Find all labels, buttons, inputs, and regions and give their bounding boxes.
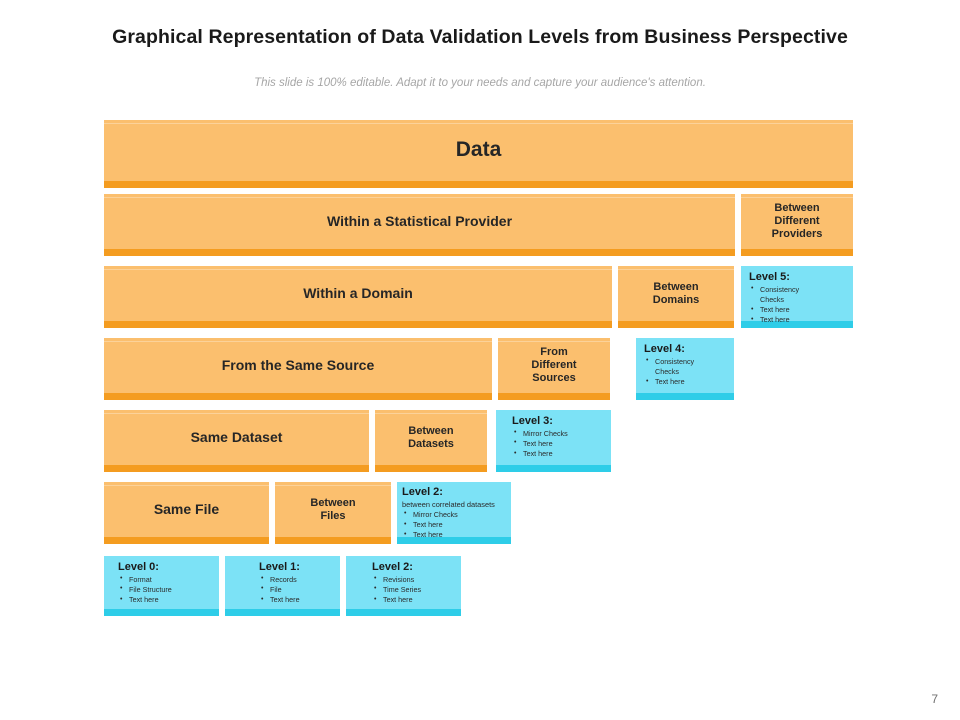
list-item: Format (118, 574, 213, 585)
box-from-different-sources-line1: From (540, 346, 568, 359)
box-between-files-line1: Between (310, 496, 356, 509)
card-level-3-bullets: Mirror Checks Text here Text here (512, 428, 605, 460)
box-same-dataset[interactable]: Same Dataset (104, 410, 369, 472)
list-item: Text here (644, 377, 728, 387)
list-item: File (259, 584, 334, 595)
list-item: Mirror Checks (402, 509, 506, 520)
list-item: Text here (749, 315, 847, 325)
card-level-1-title: Level 1: (259, 561, 300, 573)
box-within-a-domain[interactable]: Within a Domain (104, 266, 612, 328)
list-item: Time Series (372, 584, 455, 595)
card-level-4-title: Level 4: (644, 343, 685, 355)
box-between-different-providers[interactable]: Between Different Providers (741, 194, 853, 256)
card-level-5-title: Level 5: (749, 271, 790, 283)
card-level-3[interactable]: Level 3: Mirror Checks Text here Text he… (496, 410, 611, 472)
card-level-1-bullets: Records File Text here (259, 574, 334, 606)
box-between-different-providers-line3: Providers (771, 227, 823, 240)
box-data-label: Data (455, 138, 502, 162)
list-item: Text here (512, 438, 605, 449)
page-title: Graphical Representation of Data Validat… (112, 26, 848, 48)
box-data[interactable]: Data (104, 120, 853, 188)
box-within-a-domain-label: Within a Domain (303, 285, 413, 302)
box-between-domains[interactable]: Between Domains (618, 266, 734, 328)
box-between-different-providers-line2: Different (774, 215, 820, 228)
list-item: File Structure (118, 584, 213, 595)
box-from-different-sources-line3: Sources (532, 371, 576, 384)
box-between-files[interactable]: Between Files (275, 482, 391, 544)
box-same-file[interactable]: Same File (104, 482, 269, 544)
bullet-continuation: Checks (655, 366, 679, 376)
box-within-statistical-provider[interactable]: Within a Statistical Provider (104, 194, 735, 256)
card-level-2-bottom[interactable]: Level 2: Revisions Time Series Text here (346, 556, 461, 616)
card-level-1[interactable]: Level 1: Records File Text here (225, 556, 340, 616)
box-within-statistical-provider-label: Within a Statistical Provider (326, 213, 513, 230)
bullet-continuation: Checks (760, 294, 784, 304)
card-level-2-middle-bullets: Mirror Checks Text here Text here (402, 509, 506, 541)
card-level-0[interactable]: Level 0: Format File Structure Text here (104, 556, 219, 616)
box-from-the-same-source-label: From the Same Source (221, 357, 375, 374)
list-item: Text here (372, 595, 455, 605)
list-item: Text here (118, 595, 213, 605)
list-item: Text here (402, 520, 506, 530)
list-item: Text here (402, 530, 506, 540)
box-between-files-line2: Files (320, 509, 346, 522)
page-subtitle: This slide is 100% editable. Adapt it to… (254, 77, 706, 89)
box-from-different-sources[interactable]: From Different Sources (498, 338, 610, 400)
box-same-file-label: Same File (153, 501, 220, 518)
box-between-domains-line2: Domains (652, 293, 700, 306)
box-between-different-providers-line1: Between (774, 202, 820, 215)
box-from-the-same-source[interactable]: From the Same Source (104, 338, 492, 400)
card-level-2-middle-title: Level 2: (402, 486, 443, 498)
box-between-datasets-line2: Datasets (408, 437, 454, 450)
box-from-different-sources-line2: Different (531, 359, 577, 372)
card-level-2-bottom-bullets: Revisions Time Series Text here (372, 574, 455, 606)
card-level-3-title: Level 3: (512, 415, 553, 427)
list-item: Text here (259, 595, 334, 605)
card-level-2-middle[interactable]: Level 2: between correlated datasets Mir… (397, 482, 511, 544)
box-between-datasets[interactable]: Between Datasets (375, 410, 487, 472)
list-item: Text here (512, 449, 605, 459)
list-item: Records (259, 574, 334, 585)
card-level-0-bullets: Format File Structure Text here (118, 574, 213, 606)
card-level-2-middle-subtext: between correlated datasets (402, 499, 495, 509)
list-item: Text here (749, 305, 847, 315)
list-item: Mirror Checks (512, 428, 605, 439)
list-item: Revisions (372, 574, 455, 585)
page-number: 7 (931, 692, 938, 706)
box-same-dataset-label: Same Dataset (190, 429, 283, 446)
card-level-2-bottom-title: Level 2: (372, 561, 413, 573)
card-level-0-title: Level 0: (118, 561, 159, 573)
box-between-datasets-line1: Between (408, 424, 454, 437)
box-between-domains-line1: Between (653, 280, 699, 293)
